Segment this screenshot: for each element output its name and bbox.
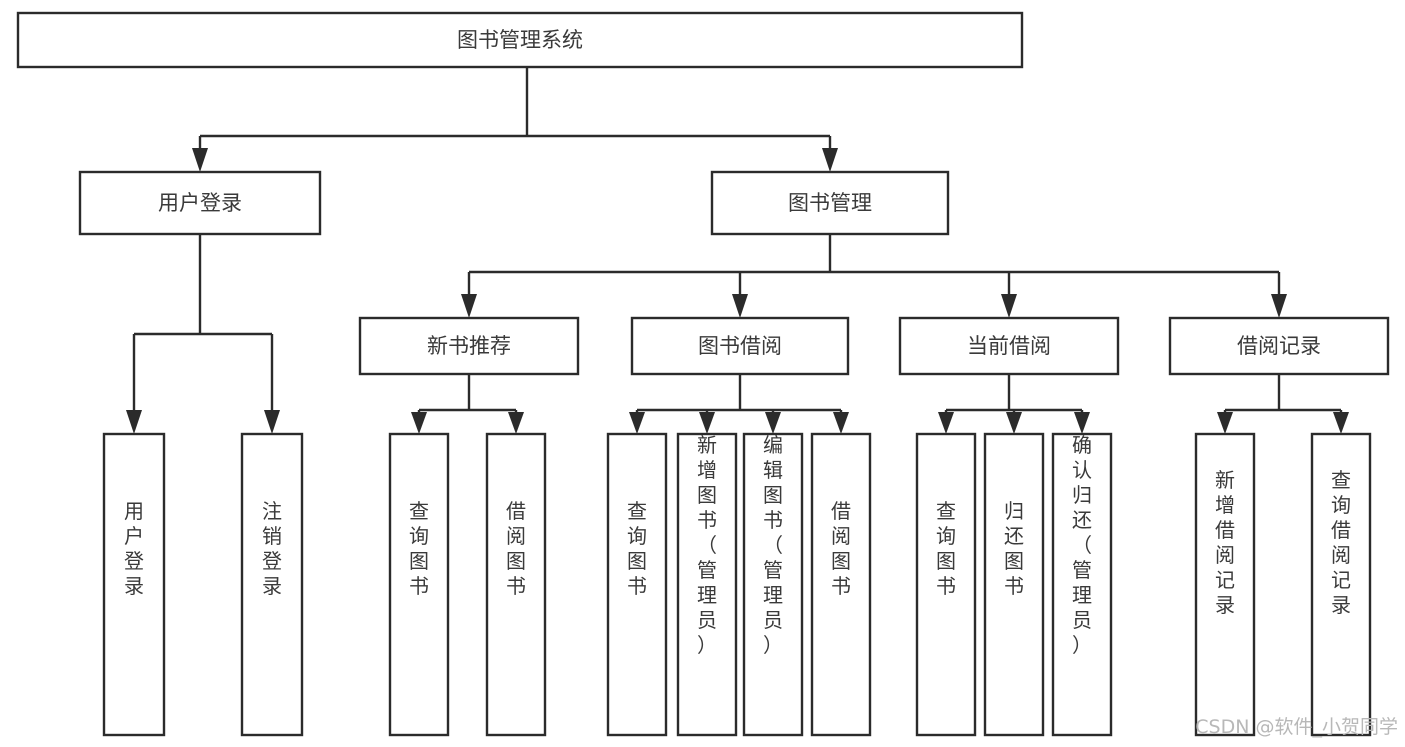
node-book-borrow[interactable]: 图书借阅 (630, 316, 850, 376)
node-borrow-record-label: 借阅记录 (1237, 334, 1321, 358)
node-user-login-box[interactable] (78, 170, 322, 236)
node-book-borrow-box[interactable] (630, 316, 850, 376)
node-leaf-query-borrow-record-label: 查询借阅记录 (1331, 468, 1351, 617)
node-leaf-query-book-borrow-box[interactable] (606, 432, 668, 737)
node-leaf-return-book[interactable]: 归还图书 (983, 432, 1045, 737)
node-new-book-rec[interactable]: 新书推荐 (358, 316, 580, 376)
connector-group-user-login (126, 234, 280, 434)
arrow-head-leaf-logout (264, 410, 280, 434)
node-leaf-edit-book-admin-box[interactable] (742, 432, 804, 737)
node-leaf-query-borrow-record-box[interactable] (1310, 432, 1372, 737)
node-leaf-query-book-rec-label: 查询图书 (409, 499, 429, 598)
connector-group-book-manage (461, 234, 1287, 318)
node-leaf-query-book-current-box[interactable] (915, 432, 977, 737)
csdn-watermark: CSDN @软件_小贺同学 (1195, 716, 1398, 738)
node-new-book-rec-box[interactable] (358, 316, 580, 376)
node-leaf-add-borrow-record-box[interactable] (1194, 432, 1256, 737)
arrow-head-leaf-query-book-borrow (629, 412, 645, 434)
node-leaf-user-login[interactable]: 用户登录 (102, 432, 166, 737)
node-leaf-add-borrow-record[interactable]: 新增借阅记录 (1194, 432, 1256, 737)
node-leaf-add-book-admin-label: 新增图书（管理员） (697, 433, 717, 657)
arrow-head-borrow-record (1271, 294, 1287, 318)
node-leaf-logout[interactable]: 注销登录 (240, 432, 304, 737)
node-leaf-borrow-book-borrow-box[interactable] (810, 432, 872, 737)
node-root-label: 图书管理系统 (457, 28, 583, 52)
node-book-manage-box[interactable] (710, 170, 950, 236)
arrow-head-current-borrow (1001, 294, 1017, 318)
connector-group-borrow-record (1217, 374, 1349, 434)
arrow-head-book-borrow (732, 294, 748, 318)
node-leaf-borrow-book-rec-box[interactable] (485, 432, 547, 737)
arrow-head-book-manage (822, 148, 838, 172)
node-leaf-query-book-current[interactable]: 查询图书 (915, 432, 977, 737)
arrow-head-leaf-user-login (126, 410, 142, 434)
node-leaf-logout-label: 注销登录 (262, 499, 282, 598)
node-leaf-query-book-rec[interactable]: 查询图书 (388, 432, 450, 737)
connector-group-book-borrow (629, 374, 849, 434)
arrow-head-leaf-edit-book-admin (765, 412, 781, 434)
node-leaf-edit-book-admin-label: 编辑图书（管理员） (763, 433, 783, 657)
node-leaf-return-book-box[interactable] (983, 432, 1045, 737)
node-leaf-query-book-borrow[interactable]: 查询图书 (606, 432, 668, 737)
node-leaf-confirm-return-admin-label: 确认归还（管理员） (1072, 433, 1092, 657)
node-current-borrow[interactable]: 当前借阅 (898, 316, 1120, 376)
arrow-head-leaf-confirm-return-admin (1074, 412, 1090, 434)
node-leaf-borrow-book-rec[interactable]: 借阅图书 (485, 432, 547, 737)
node-leaf-query-book-borrow-label: 查询图书 (627, 499, 647, 598)
node-leaf-borrow-book-rec-label: 借阅图书 (506, 499, 526, 598)
node-leaf-user-login-label: 用户登录 (124, 499, 144, 598)
node-leaf-confirm-return-admin-box[interactable] (1051, 432, 1113, 737)
node-leaf-edit-book-admin[interactable]: 编辑图书（管理员） (742, 432, 804, 737)
arrow-head-leaf-borrow-book-borrow (833, 412, 849, 434)
node-user-login[interactable]: 用户登录 (78, 170, 322, 236)
node-leaf-confirm-return-admin[interactable]: 确认归还（管理员） (1051, 432, 1113, 737)
connector-group-root (192, 67, 838, 172)
node-leaf-return-book-label: 归还图书 (1004, 499, 1024, 598)
node-leaf-add-borrow-record-label: 新增借阅记录 (1215, 468, 1235, 617)
connector-group-new-book-rec (411, 374, 524, 434)
arrow-head-leaf-add-borrow-record (1217, 412, 1233, 434)
node-book-borrow-label: 图书借阅 (698, 334, 782, 358)
arrow-head-leaf-query-book-current (938, 412, 954, 434)
node-leaf-query-book-current-label: 查询图书 (936, 499, 956, 598)
node-leaf-user-login-box[interactable] (102, 432, 166, 737)
node-root-box[interactable] (16, 11, 1024, 69)
node-book-manage-label: 图书管理 (788, 191, 872, 215)
node-leaf-add-book-admin-box[interactable] (676, 432, 738, 737)
arrow-head-leaf-add-book-admin (699, 412, 715, 434)
node-leaf-query-borrow-record[interactable]: 查询借阅记录 (1310, 432, 1372, 737)
connector-group-current-borrow (938, 374, 1090, 434)
arrow-head-leaf-return-book (1006, 412, 1022, 434)
node-new-book-rec-label: 新书推荐 (427, 334, 511, 358)
node-current-borrow-label: 当前借阅 (967, 334, 1051, 358)
arrow-head-leaf-borrow-book-rec (508, 412, 524, 434)
arrow-head-user-login (192, 148, 208, 172)
node-current-borrow-box[interactable] (898, 316, 1120, 376)
node-borrow-record[interactable]: 借阅记录 (1168, 316, 1390, 376)
node-book-manage[interactable]: 图书管理 (710, 170, 950, 236)
arrow-head-new-book-rec (461, 294, 477, 318)
node-leaf-borrow-book-borrow-label: 借阅图书 (831, 499, 851, 598)
arrow-head-leaf-query-book-rec (411, 412, 427, 434)
node-leaf-add-book-admin[interactable]: 新增图书（管理员） (676, 432, 738, 737)
arrow-head-leaf-query-borrow-record (1333, 412, 1349, 434)
node-leaf-logout-box[interactable] (240, 432, 304, 737)
node-leaf-borrow-book-borrow[interactable]: 借阅图书 (810, 432, 872, 737)
node-user-login-label: 用户登录 (158, 191, 242, 215)
node-leaf-query-book-rec-box[interactable] (388, 432, 450, 737)
node-root[interactable]: 图书管理系统 (16, 11, 1024, 69)
node-borrow-record-box[interactable] (1168, 316, 1390, 376)
leaf-nodes-group: 用户登录 注销登录 查询图书 借阅图书 查询图书 新增图书（管理员） (102, 432, 1372, 737)
